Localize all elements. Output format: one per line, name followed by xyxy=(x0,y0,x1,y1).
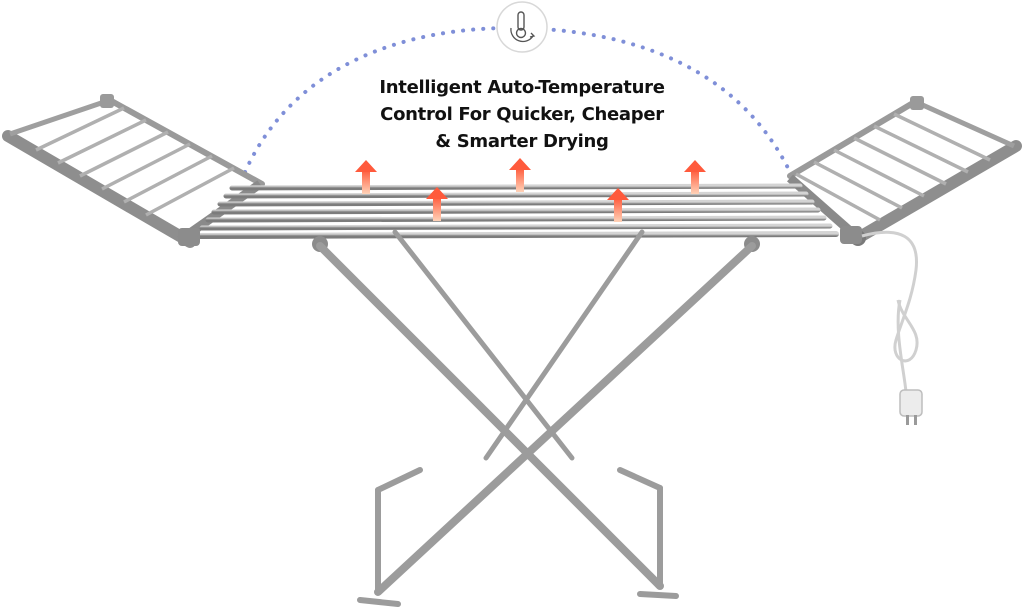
center-rails xyxy=(193,183,839,239)
cross-legs xyxy=(316,229,756,607)
heat-arrow-up-icon xyxy=(607,188,629,222)
heat-arrow-up-icon xyxy=(509,158,531,192)
headline-line-2: Control For Quicker, Cheaper xyxy=(380,104,664,125)
heat-arrow-up-icon xyxy=(426,187,448,221)
right-wing xyxy=(787,96,1022,246)
headline-line-3: & Smarter Drying xyxy=(435,131,609,152)
left-wing xyxy=(2,94,265,248)
thermometer-refresh-icon xyxy=(496,1,548,53)
feature-headline: Intelligent Auto-Temperature Control For… xyxy=(332,74,712,155)
headline-line-1: Intelligent Auto-Temperature xyxy=(379,77,665,98)
dotted-arc xyxy=(243,25,792,174)
heat-arrow-up-icon xyxy=(355,160,377,194)
heat-arrows xyxy=(355,158,706,222)
heat-arrow-up-icon xyxy=(684,160,706,194)
power-plug xyxy=(899,389,923,425)
power-cord xyxy=(861,230,919,393)
